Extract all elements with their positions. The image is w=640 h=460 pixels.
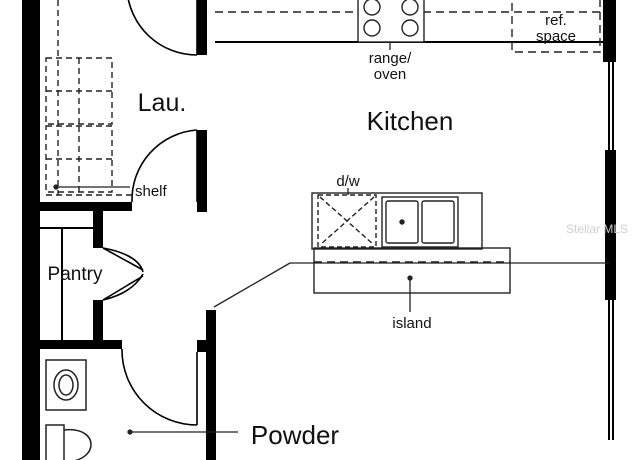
label-ref-line-1: ref. — [545, 12, 567, 29]
pantry-door-leaf-lower — [102, 275, 144, 301]
room-label-powder: Powder — [251, 420, 339, 450]
doors — [102, 0, 198, 426]
laundry-appliances — [45, 0, 132, 196]
toilet-bowl-icon — [63, 429, 92, 460]
ref-space-outline — [511, 0, 601, 53]
room-label-kitchen: Kitchen — [367, 106, 454, 136]
burner — [401, 0, 419, 16]
burner — [363, 0, 381, 16]
thin-walls — [40, 41, 614, 440]
pantry-door-leaf — [102, 247, 144, 271]
laundry-bottom-wall — [22, 202, 132, 211]
island-counter — [311, 192, 483, 250]
powder-fixtures — [45, 359, 92, 460]
burner — [363, 19, 381, 37]
kitchen-counters — [215, 0, 603, 53]
powder-top-wall — [22, 340, 122, 349]
dishwasher — [317, 194, 377, 248]
powder-door-swing — [121, 348, 198, 426]
watermark: Stellar MLS — [566, 222, 628, 236]
laundry-door-swing — [131, 129, 198, 203]
left-outer-wall-lower — [22, 208, 40, 460]
label-range-line-2: oven — [374, 66, 407, 83]
label-shelf: shelf — [135, 183, 168, 200]
kitchen-island — [311, 192, 511, 294]
walls — [22, 0, 616, 460]
pantry-door-swing — [102, 247, 144, 273]
room-label-laundry: Lau. — [138, 89, 187, 117]
sink-basin-left — [385, 200, 419, 244]
laundry-right-wall — [197, 0, 207, 55]
pantry-right-wall — [93, 208, 103, 248]
label-range-line-1: range/ — [369, 50, 412, 67]
room-label-pantry: Pantry — [48, 264, 103, 285]
vanity — [45, 359, 87, 411]
right-outer-wall-top — [603, 0, 616, 62]
burner — [401, 19, 419, 37]
left-outer-wall — [22, 0, 40, 210]
pantry-right-wall-lower — [93, 300, 103, 345]
laundry-right-wall-lower — [197, 130, 207, 212]
powder-right-wall-small — [197, 340, 207, 352]
sink — [381, 196, 459, 248]
island-seating — [313, 247, 511, 294]
leader-lines — [53, 42, 609, 435]
toilet-tank — [45, 424, 65, 460]
label-ref-line-2: space — [536, 28, 576, 45]
right-outer-wall-mid — [605, 150, 616, 300]
label-dishwasher: d/w — [336, 173, 360, 190]
label-island: island — [392, 315, 431, 332]
range-oven — [357, 0, 425, 43]
sink-basin-right — [421, 200, 455, 244]
laundry-door-swing-top — [127, 0, 198, 56]
powder-right-wall — [206, 310, 216, 460]
lavatory-icon — [53, 369, 79, 401]
